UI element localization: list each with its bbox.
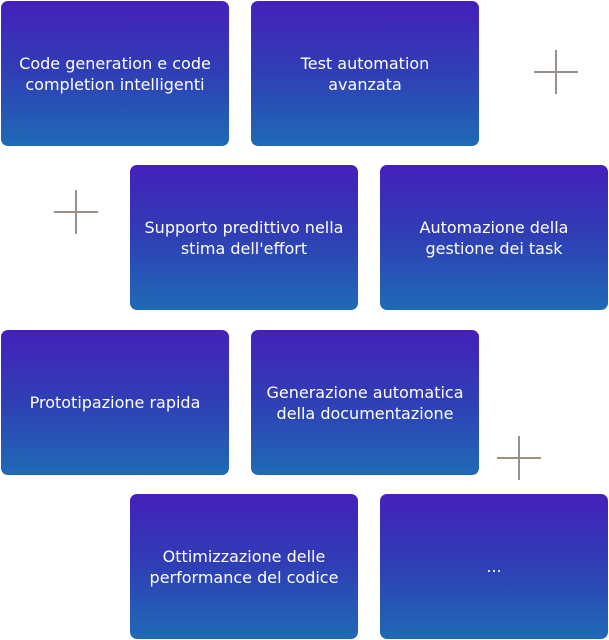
card-documentation: Generazione automatica della documentazi… [251,330,479,475]
card-label: Generazione automatica della documentazi… [266,382,464,423]
card-label: Code generation e code completion intell… [19,53,211,94]
card-performance: Ottimizzazione delle performance del cod… [130,494,358,639]
card-label: Ottimizzazione delle performance del cod… [149,546,339,587]
card-test-automation: Test automation avanzata [251,1,479,146]
card-task-automation: Automazione della gestione dei task [380,165,608,310]
card-label: Test automation avanzata [300,53,430,94]
card-more: ... [380,494,608,639]
plus-icon [54,190,98,234]
card-code-generation: Code generation e code completion intell… [1,1,229,146]
plus-icon [534,50,578,94]
card-rapid-prototyping: Prototipazione rapida [1,330,229,475]
card-label: Automazione della gestione dei task [419,217,569,258]
card-label: Prototipazione rapida [29,393,201,412]
card-label: ... [486,557,502,576]
card-effort-estimation: Supporto predittivo nella stima dell'eff… [130,165,358,310]
plus-icon [497,436,541,480]
card-label: Supporto predittivo nella stima dell'eff… [144,217,344,258]
